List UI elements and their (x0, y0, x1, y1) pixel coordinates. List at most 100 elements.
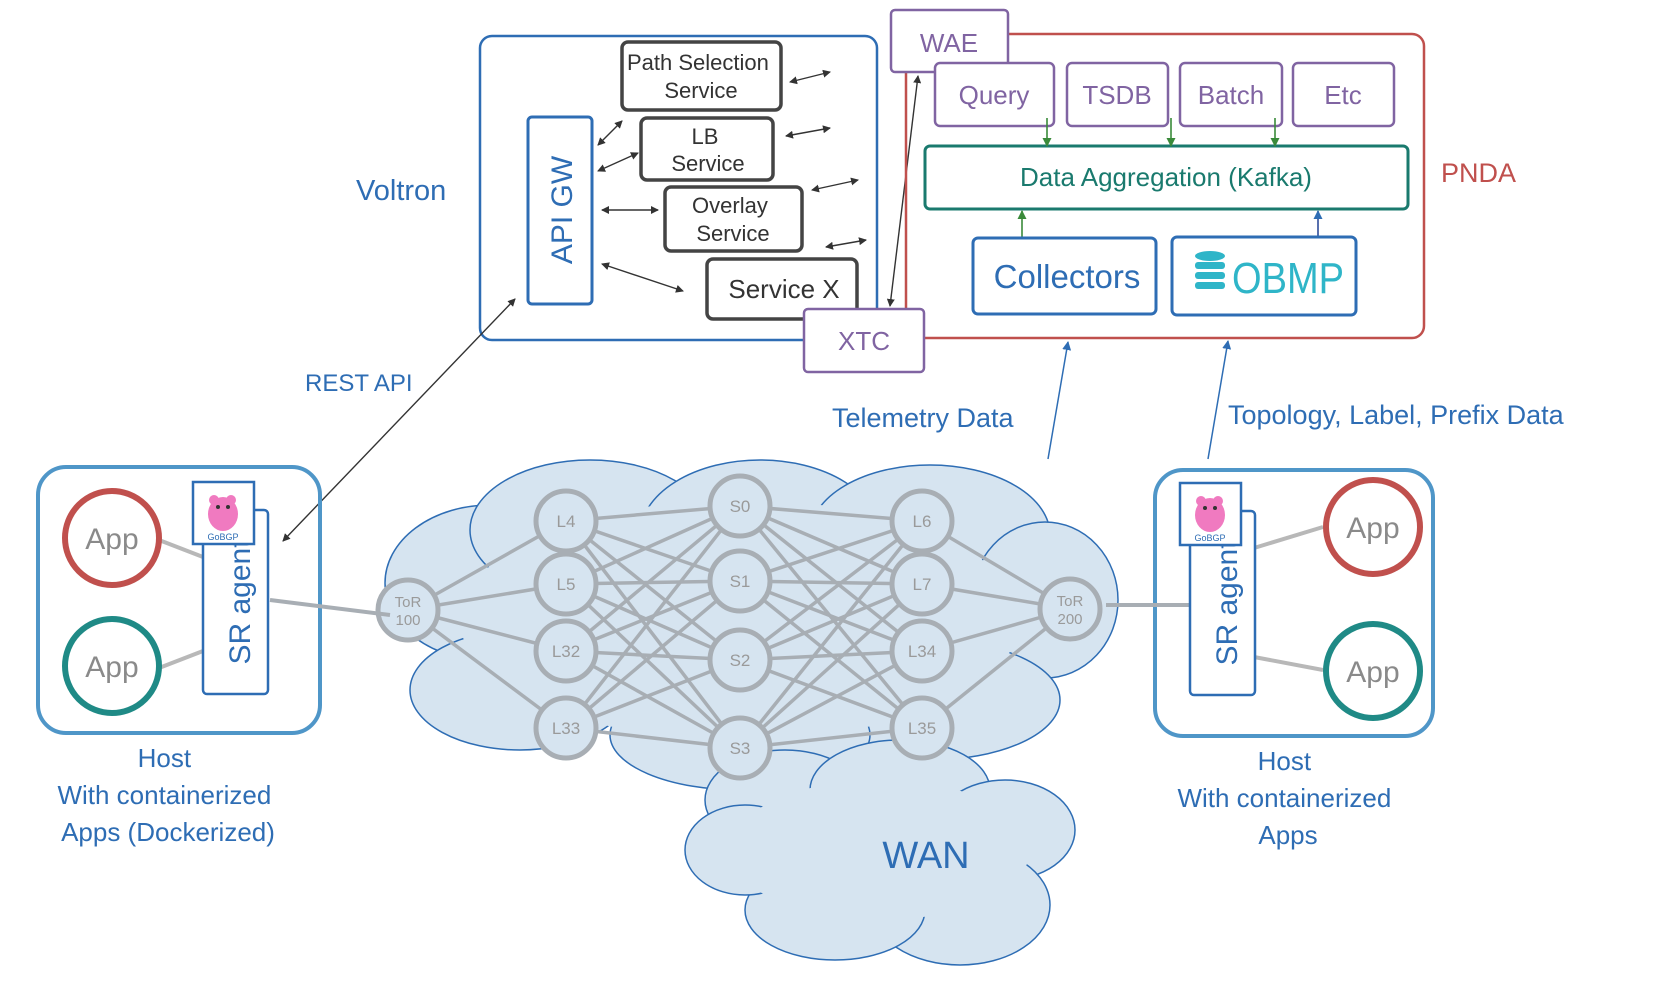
overlay-service (663, 185, 804, 253)
fabric-link (738, 582, 924, 750)
etc-label: Etc (1324, 80, 1362, 110)
api-gw-label: API GW (546, 155, 579, 264)
leaf-l5-node-label: L5 (557, 575, 576, 594)
kafka-label: Data Aggregation (Kafka) (1020, 162, 1312, 192)
collectors-box (971, 236, 1158, 316)
voltron-box (478, 34, 879, 342)
lb-service-label: LB Service (671, 124, 744, 176)
fabric-link (738, 504, 924, 730)
app-right-top-label: App (1346, 512, 1399, 545)
tor-200-node (1037, 576, 1103, 642)
fabric-link (738, 579, 924, 730)
leaf-l33-node (533, 695, 599, 761)
sr-agent-left-label: SR agent (224, 539, 257, 665)
tor-100-node (375, 577, 441, 643)
lb-service (639, 116, 775, 182)
service-x-label: Service X (728, 274, 839, 304)
service-x (705, 257, 859, 321)
fabric-link (564, 519, 742, 750)
path-selection-label: Path Selection Service (627, 50, 775, 103)
topology-arrow (1207, 340, 1232, 460)
spine-s3-node-label: S3 (730, 739, 751, 758)
fabric-link (738, 519, 924, 750)
leaf-l6-node (889, 488, 955, 554)
app-left-bottom-label: App (85, 651, 138, 684)
fabric-link (564, 579, 742, 730)
leaf-l33-node-label: L33 (552, 719, 580, 738)
batch-box (1178, 61, 1284, 128)
rest-api-label: REST API (305, 370, 413, 397)
wan-label: WAN (882, 835, 969, 877)
pnda-title: PNDA (1441, 158, 1516, 188)
leaf-l35-node-label: L35 (908, 719, 936, 738)
topology-label: Topology, Label, Prefix Data (1228, 400, 1565, 430)
fabric-link (739, 649, 923, 750)
leaf-l4-node-label: L4 (557, 512, 576, 531)
leaf-l35-node (889, 695, 955, 761)
leaf-l32-node (533, 618, 599, 684)
spine-s0-node (707, 473, 773, 539)
query-box (933, 61, 1056, 128)
app-left-top (62, 488, 162, 588)
batch-label: Batch (1198, 80, 1265, 110)
host-left-app2-link (158, 649, 204, 670)
leaf-l7-node-label: L7 (913, 575, 932, 594)
tsdb-label: TSDB (1082, 80, 1151, 110)
host-right-app1-link (1253, 525, 1324, 550)
fabric-link (565, 649, 741, 750)
fabric-link (406, 608, 568, 730)
xtc-label: XTC (838, 326, 890, 356)
collectors-label: Collectors (994, 258, 1141, 295)
spine-s2-node (707, 627, 773, 693)
fabric-link (564, 504, 742, 730)
query-label: Query (959, 80, 1030, 110)
fabric-link (738, 519, 924, 662)
spine-s1-node (707, 548, 773, 614)
host-left-app1-link (158, 538, 204, 559)
fabric-link (738, 504, 924, 653)
xtc-box (802, 307, 926, 374)
telemetry-label: Telemetry Data (832, 403, 1015, 433)
leaf-l7-node (889, 551, 955, 617)
host-left-caption: Host With containerized Apps (Dockerized… (57, 743, 278, 847)
gobgp-gopher-icon: GoBGP (1178, 481, 1243, 547)
host-right-caption: Host With containerized Apps (1177, 746, 1398, 850)
leaf-l4-node (533, 488, 599, 554)
wae-label: WAE (920, 28, 978, 58)
svg-text:GoBGP: GoBGP (207, 532, 238, 542)
app-right-bottom-label: App (1346, 656, 1399, 689)
app-right-bottom (1323, 621, 1423, 721)
path-selection-service (620, 40, 783, 112)
etc-box (1291, 61, 1396, 128)
app-left-bottom (62, 616, 162, 716)
spine-s3-node (707, 715, 773, 781)
leaf-l34-node-label: L34 (908, 642, 936, 661)
tor-200-node-label: 200 (1057, 611, 1082, 628)
app-right-top (1323, 477, 1423, 577)
fabric-link (739, 582, 923, 662)
tor-100-node-label: ToR (395, 594, 422, 611)
tsdb-box (1065, 61, 1170, 128)
wan-cloud (684, 739, 1076, 966)
pnda-green-arrows (1017, 118, 1280, 237)
api-gw-box (526, 115, 594, 306)
leaf-l34-node (889, 618, 955, 684)
telemetry-arrow (1047, 341, 1072, 460)
voltron-title: Voltron (356, 175, 446, 207)
tor-200-node-label: ToR (1057, 593, 1084, 610)
fabric-link (564, 504, 742, 653)
database-icon (1195, 251, 1225, 289)
host-left-uplink (269, 598, 391, 617)
spine-s0-node-label: S0 (730, 497, 751, 516)
spine-s1-node-label: S1 (730, 572, 751, 591)
obmp-label: OBMP (1232, 254, 1344, 303)
sr-agent-right-label: SR agent (1211, 540, 1244, 666)
host-right-app2-link (1253, 655, 1324, 672)
tor-100-node-label: 100 (395, 612, 420, 629)
spine-s2-node-label: S2 (730, 651, 751, 670)
obmp-box (1170, 235, 1358, 317)
leaf-l6-node-label: L6 (913, 512, 932, 531)
leaf-l32-node-label: L32 (552, 642, 580, 661)
svg-text:GoBGP: GoBGP (1194, 533, 1225, 543)
